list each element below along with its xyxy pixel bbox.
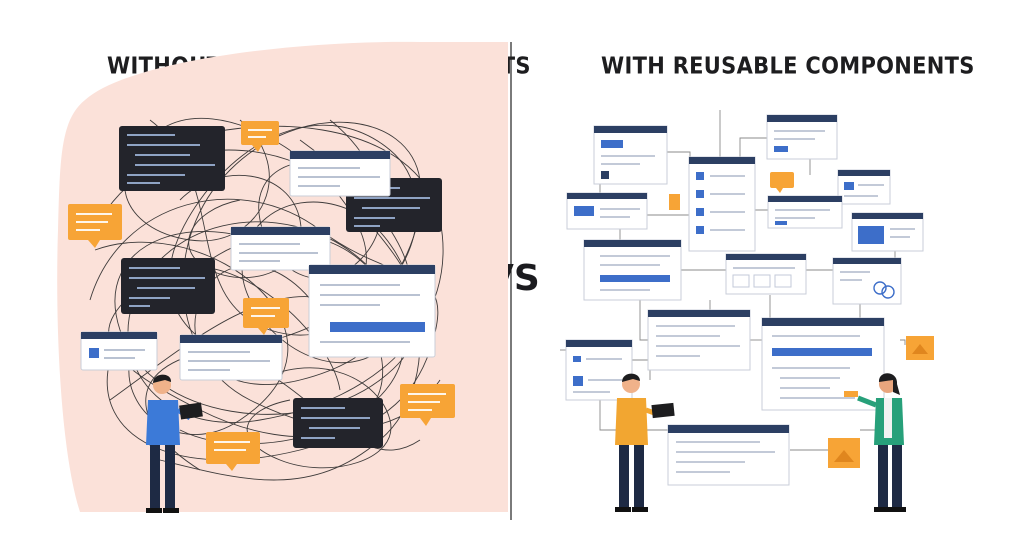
laptop-icon bbox=[179, 402, 203, 420]
laptop-icon bbox=[651, 402, 675, 419]
chat-bubble-icon bbox=[770, 172, 794, 193]
ui-window-5 bbox=[179, 334, 283, 381]
ui-window-r8 bbox=[583, 239, 682, 301]
ui-window-r2 bbox=[766, 114, 838, 160]
ui-window-r3 bbox=[688, 156, 756, 252]
ui-window-r13 bbox=[761, 317, 885, 411]
ui-window-r6 bbox=[767, 195, 843, 229]
ui-window-1 bbox=[289, 150, 391, 197]
ui-window-r7 bbox=[851, 212, 924, 252]
developer-figure-right-2 bbox=[844, 373, 906, 512]
ui-window-r12 bbox=[565, 339, 633, 401]
ui-window-r10 bbox=[832, 257, 902, 305]
code-window-3 bbox=[121, 258, 215, 314]
code-window-4 bbox=[293, 398, 383, 448]
developer-figure-right-1 bbox=[615, 373, 675, 512]
ui-window-r4 bbox=[566, 192, 648, 230]
ui-window-r11 bbox=[647, 309, 751, 371]
ui-window-r9 bbox=[725, 253, 807, 295]
ui-window-r1 bbox=[593, 125, 668, 185]
developer-figure-left bbox=[146, 374, 203, 513]
ui-window-4 bbox=[80, 331, 158, 371]
ui-window-3 bbox=[308, 264, 436, 358]
ui-window-r14 bbox=[667, 424, 790, 486]
code-window-1 bbox=[119, 126, 225, 191]
ui-window-r5 bbox=[837, 169, 891, 205]
document-icon bbox=[669, 194, 934, 468]
right-title: WITH REUSABLE COMPONENTS bbox=[601, 53, 975, 79]
ui-window-2 bbox=[230, 226, 331, 271]
